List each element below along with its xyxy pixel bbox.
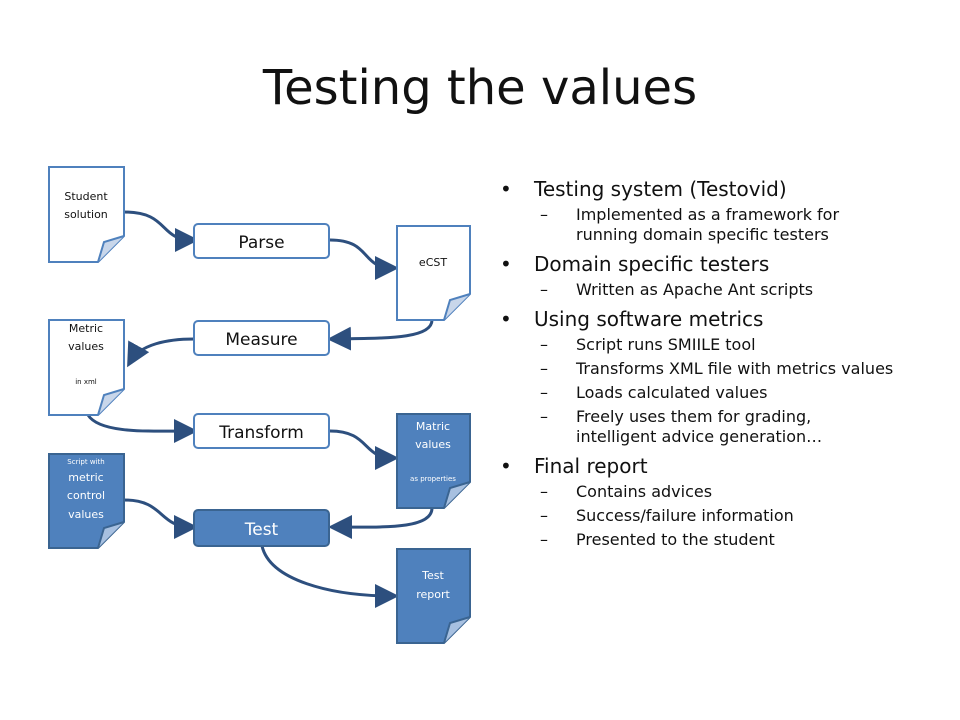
doc-script-metric-line4: values [68, 508, 104, 521]
doc-matric-values-line2: values [415, 438, 451, 451]
bullet-final-report: Final report Contains advices Success/fa… [496, 453, 896, 550]
doc-metric-values-line3: in xml [75, 378, 97, 386]
step-measure: Measure [193, 320, 330, 356]
doc-matric-values: Matric values as properties [396, 413, 471, 509]
doc-student-solution-line1: Student [64, 190, 108, 203]
arrow-measure-to-metric-values [127, 337, 195, 368]
sub-bullet: Contains advices [534, 482, 896, 502]
arrow-ecst-to-measure [327, 319, 434, 351]
sub-bullet-list: Implemented as a framework for running d… [534, 205, 896, 245]
bullet-text: Testing system (Testovid) [534, 177, 787, 201]
doc-student-solution-line2: solution [64, 208, 108, 221]
doc-script-metric-line3: control [67, 489, 105, 502]
doc-matric-values-line3: as properties [410, 475, 456, 483]
step-test-label: Test [244, 520, 279, 540]
doc-metric-values-line2: values [68, 340, 104, 353]
step-test: Test [193, 509, 330, 547]
sub-bullet: Written as Apache Ant scripts [534, 280, 896, 300]
doc-matric-values-line1: Matric [416, 420, 450, 433]
bullet-text: Using software metrics [534, 307, 764, 331]
arrow-test-to-report [260, 545, 399, 608]
sub-bullet: Freely uses them for grading, intelligen… [534, 407, 896, 447]
bullet-testing-system: Testing system (Testovid) Implemented as… [496, 176, 896, 245]
sub-bullet-list: Script runs SMIILE tool Transforms XML f… [534, 335, 896, 447]
step-parse: Parse [193, 223, 330, 259]
sub-bullet-list: Written as Apache Ant scripts [534, 280, 896, 300]
sub-bullet: Loads calculated values [534, 383, 896, 403]
bullet-list: Testing system (Testovid) Implemented as… [496, 170, 896, 554]
arrow-script-to-test [123, 498, 198, 539]
doc-script-metric-line1: Script with [67, 458, 104, 466]
step-measure-label: Measure [225, 330, 297, 350]
slide-title: Testing the values [262, 60, 698, 116]
arrow-solution-to-parse [123, 210, 199, 252]
step-transform-label: Transform [218, 423, 304, 443]
doc-script-metric: Script with metric control values [48, 453, 125, 549]
doc-test-report-line2: report [416, 588, 450, 601]
arrow-parse-to-ecst [329, 238, 399, 280]
doc-metric-values-line1: Metric [69, 322, 103, 335]
step-parse-label: Parse [238, 233, 284, 253]
sub-bullet-list: Contains advices Success/failure informa… [534, 482, 896, 550]
arrow-transform-to-matric-values [329, 429, 399, 470]
bullet-software-metrics: Using software metrics Script runs SMIIL… [496, 306, 896, 447]
sub-bullet: Success/failure information [534, 506, 896, 526]
sub-bullet: Script runs SMIILE tool [534, 335, 896, 355]
bullet-domain-testers: Domain specific testers Written as Apach… [496, 251, 896, 300]
arrow-matric-values-to-test [328, 507, 434, 540]
sub-bullet: Presented to the student [534, 530, 896, 550]
bullet-text: Domain specific testers [534, 252, 770, 276]
doc-test-report: Test report [396, 548, 471, 644]
flow-diagram: Student solution eCST Metric values in x… [48, 166, 471, 644]
doc-metric-values: Metric values in xml [48, 319, 125, 416]
doc-script-metric-line2: metric [68, 471, 103, 484]
doc-ecst: eCST [396, 225, 471, 321]
doc-test-report-line1: Test [421, 569, 444, 582]
step-transform: Transform [193, 413, 330, 449]
doc-student-solution: Student solution [48, 166, 125, 263]
arrow-metric-values-to-transform [86, 414, 198, 444]
sub-bullet: Transforms XML file with metrics values [534, 359, 896, 379]
sub-bullet: Implemented as a framework for running d… [534, 205, 896, 245]
doc-ecst-label: eCST [419, 256, 447, 269]
bullet-text: Final report [534, 454, 648, 478]
